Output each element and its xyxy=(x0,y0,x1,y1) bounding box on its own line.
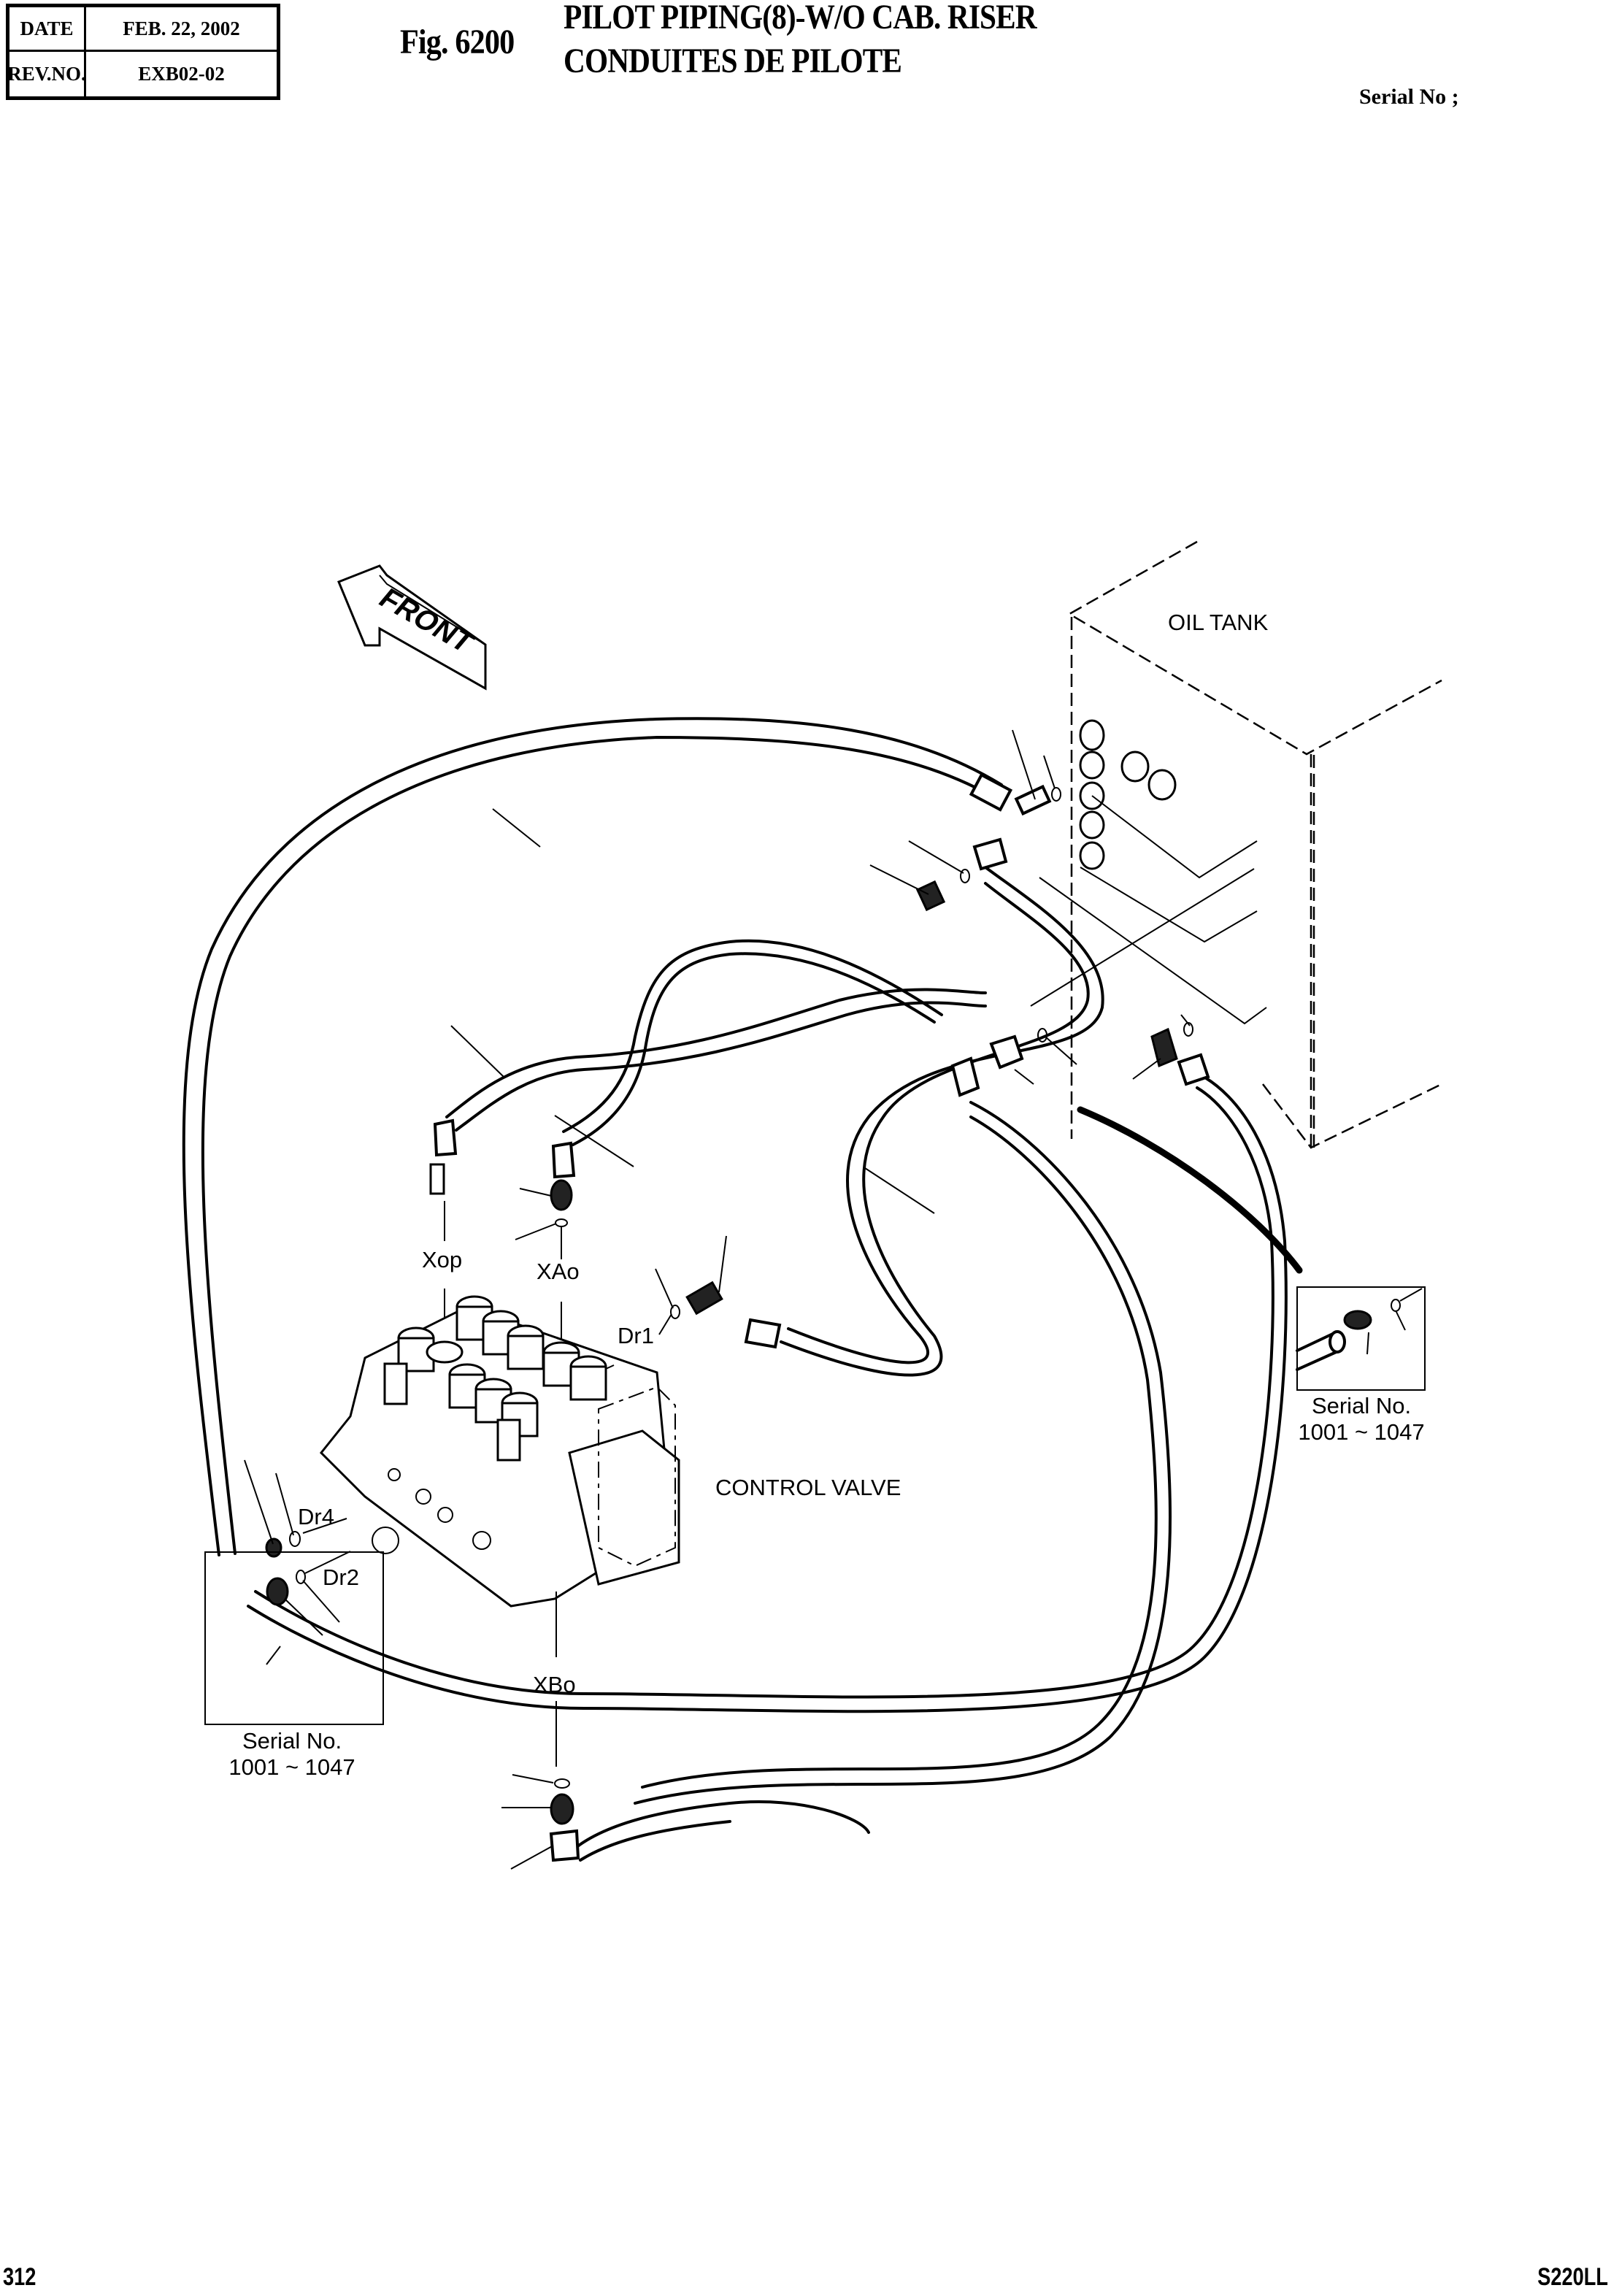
inset-left-serial-label: Serial No. xyxy=(242,1728,342,1754)
dr1-elbow xyxy=(655,1235,727,1335)
dr2-fittings xyxy=(266,1551,351,1665)
inset-left-serial-range: 1001 ~ 1047 xyxy=(228,1754,355,1780)
oil-tank xyxy=(1030,540,1442,1150)
xbo-fittings xyxy=(501,1774,574,1870)
control-valve-label: CONTROL VALVE xyxy=(715,1475,901,1500)
rev-label: REV.NO. xyxy=(7,52,86,96)
inset-box-right xyxy=(1296,1286,1426,1391)
page-number: 312 xyxy=(3,2263,36,2291)
valve-spool-caps xyxy=(397,1295,607,1437)
control-valve xyxy=(319,1295,680,1767)
title-french: CONDUITES DE PILOTE xyxy=(564,42,902,80)
oil-tank-label: OIL TANK xyxy=(1168,610,1269,635)
hose-pilot-xao xyxy=(551,939,943,1179)
inset-box-left xyxy=(204,1551,384,1725)
model-code: S220LL xyxy=(1537,2263,1608,2291)
tee-fitting xyxy=(1012,729,1061,816)
front-arrow-icon: FRONT xyxy=(337,564,487,691)
inset-left-caption: Serial No. 1001 ~ 1047 xyxy=(228,1728,355,1781)
port-label-dr2: Dr2 xyxy=(323,1564,359,1590)
port-label-dr1: Dr1 xyxy=(618,1323,654,1348)
elbow-fitting-2 xyxy=(989,1028,1077,1085)
tank-ports xyxy=(1079,719,1177,870)
elbow-fitting-1 xyxy=(869,840,970,912)
hose-pilot-xop xyxy=(433,988,987,1157)
rev-value: EXB02-02 xyxy=(138,63,225,85)
title-english: PILOT PIPING(8)-W/O CAB. RISER xyxy=(564,0,1037,37)
inset-right-serial-label: Serial No. xyxy=(1311,1393,1412,1418)
hose-solid-leader xyxy=(1077,1106,1303,1274)
hose-xbo xyxy=(549,1800,870,1862)
date-label: DATE xyxy=(9,7,86,52)
inset-right-caption: Serial No. 1001 ~ 1047 xyxy=(1298,1393,1424,1445)
figure-number: Fig. 6200 xyxy=(400,23,515,61)
hose-drain-main xyxy=(182,717,1013,1556)
elbow-fitting-3 xyxy=(1132,1014,1193,1080)
inset-right-parts xyxy=(1296,1288,1423,1371)
port-label-xop: Xop xyxy=(422,1247,463,1272)
hose-right-inner xyxy=(634,1056,1172,1805)
date-value: FEB. 22, 2002 xyxy=(86,7,277,52)
port-label-xbo: XBo xyxy=(533,1672,576,1697)
serial-number-label: Serial No ; xyxy=(1359,85,1459,109)
hose-dr1 xyxy=(744,837,1104,1377)
port-label-xao: XAo xyxy=(537,1259,580,1284)
revision-table: DATE FEB. 22, 2002 REV.NO. EXB02-02 xyxy=(6,4,280,100)
inset-right-serial-range: 1001 ~ 1047 xyxy=(1298,1419,1425,1445)
port-label-dr4: Dr4 xyxy=(298,1504,334,1529)
